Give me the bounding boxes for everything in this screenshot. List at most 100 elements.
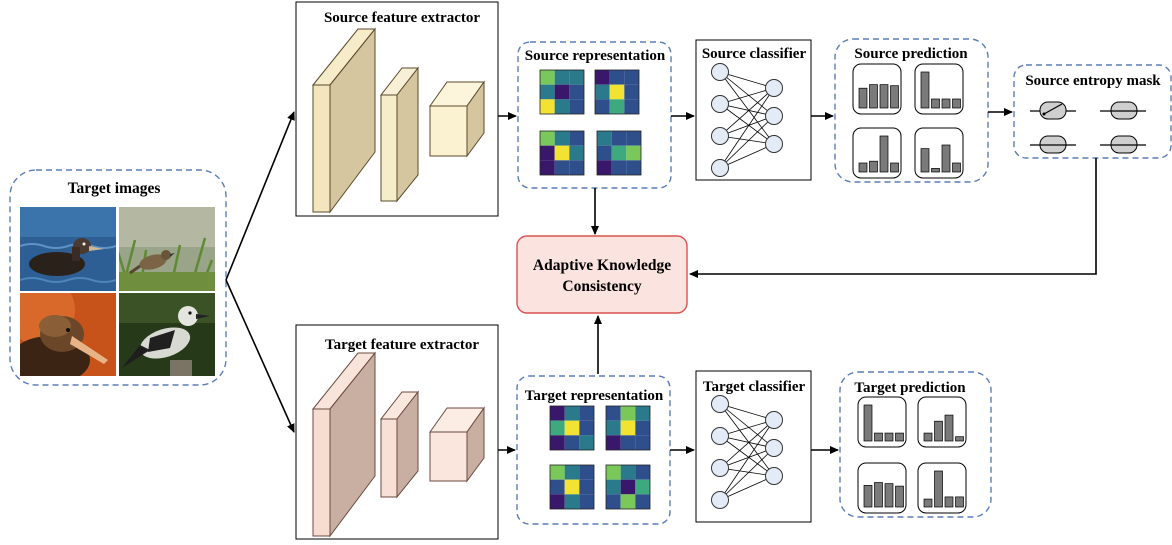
heatmap-cell [540, 70, 555, 85]
prediction-bar [863, 485, 873, 508]
heatmap-cell [564, 494, 580, 509]
heatmap-cell [624, 99, 639, 114]
heatmap-cell [606, 420, 621, 436]
src-pred-chart-2 [914, 63, 964, 115]
prediction-bar [895, 485, 904, 508]
net-node [765, 79, 783, 97]
photo-albatross-closeup [20, 293, 116, 376]
heatmap-cell [540, 99, 555, 114]
tgt-pred-chart-2 [917, 396, 967, 448]
heatmap-cell [635, 406, 650, 421]
source-cube-small [429, 80, 485, 158]
source-extractor-label: Source feature extractor [324, 10, 480, 26]
source-representation-label: Source representation [525, 48, 666, 64]
heatmap-cell [550, 406, 565, 421]
tgt-heat-map-2 [605, 405, 651, 451]
tgt-pred-chart-3 [857, 462, 907, 514]
target-images-panel: Target images [9, 169, 227, 386]
heatmap-cell [611, 131, 627, 146]
net-node [711, 63, 729, 81]
src-heat-map-1 [539, 69, 585, 115]
tgt-heat-map-1 [549, 405, 595, 451]
heatmap-cell [540, 131, 555, 146]
heatmap-cell [550, 435, 565, 450]
heatmap-border [605, 464, 651, 510]
net-edge [719, 115, 775, 169]
source-classifier-box: Source classifier [695, 39, 812, 181]
heatmap-border [596, 130, 642, 176]
target-images-title: Target images [68, 180, 161, 197]
net-edge [719, 403, 775, 477]
source-representation-panel: Source representation [517, 41, 672, 189]
heatmap-cell [579, 420, 594, 436]
prediction-bar [955, 436, 964, 442]
prediction-bar [944, 496, 954, 508]
net-edge [719, 467, 775, 477]
net-edge [719, 403, 775, 449]
net-edge [719, 435, 775, 449]
src-heat-map-4 [596, 130, 642, 176]
prediction-bar [863, 404, 873, 442]
prediction-bar [874, 482, 883, 508]
src-heat-map-2 [594, 69, 640, 115]
net-edge [719, 419, 775, 469]
heatmap-cell [624, 70, 639, 85]
net-edge [719, 435, 775, 477]
prediction-bar [934, 420, 943, 442]
prediction-bar [890, 85, 899, 109]
heatmap-cell [579, 479, 594, 495]
heatmap-cell [579, 494, 594, 509]
heatmap-cell [609, 99, 625, 114]
heatmap-cell [611, 145, 627, 161]
heatmap-cell [554, 84, 570, 100]
heatmap-cell [554, 131, 570, 146]
heatmap-cell [554, 160, 570, 175]
heatmap-cell [606, 494, 621, 509]
heatmap-border [549, 405, 595, 451]
flow-arrows [225, 108, 1097, 454]
prediction-bar [879, 135, 889, 173]
net-edge [719, 143, 775, 169]
prediction-bar [923, 432, 933, 442]
heatmap-cell [597, 160, 612, 175]
heatmap-cell [564, 465, 580, 480]
heatmap-cell [564, 420, 580, 436]
heatmap-cell [550, 494, 565, 509]
photo-albatross-on-water [20, 207, 116, 291]
net-node [711, 427, 729, 445]
net-edge [719, 115, 775, 137]
prediction-bar [934, 470, 943, 508]
heatmap-cell [569, 99, 584, 114]
heatmap-cell [540, 145, 555, 161]
tgt-heat-map-3 [549, 464, 595, 510]
net-edge [719, 135, 775, 145]
heatmap-border [539, 130, 585, 176]
net-node [711, 491, 729, 509]
heatmap-cell [626, 131, 641, 146]
heatmap-cell [620, 494, 636, 509]
heatmap-cell [550, 479, 565, 495]
net-node [765, 135, 783, 153]
heatmap-cell [595, 70, 610, 85]
heatmap-cell [564, 435, 580, 450]
source-prediction-charts [852, 63, 964, 179]
net-node [711, 127, 729, 145]
tgt-pred-chart-1 [857, 396, 907, 448]
prediction-bar [874, 432, 883, 442]
heatmap-cell [569, 131, 584, 146]
net-edge [719, 419, 775, 437]
target-feature-extractor-box: Target feature extractor [295, 324, 499, 540]
mask-switch-closed-2 [1030, 135, 1076, 154]
heatmap-cell [597, 131, 612, 146]
target-classifier-box: Target classifier [695, 370, 812, 523]
prediction-bar [944, 414, 954, 442]
heatmap-border [594, 69, 640, 115]
target-neural-net [711, 395, 783, 509]
arrow-images-to-target-extractor [225, 279, 295, 433]
prediction-bar [920, 148, 930, 173]
heatmap-cell [611, 160, 627, 175]
heatmap-cell [620, 435, 636, 450]
source-prediction-label: Source prediction [854, 46, 968, 62]
prediction-bar [952, 162, 961, 173]
